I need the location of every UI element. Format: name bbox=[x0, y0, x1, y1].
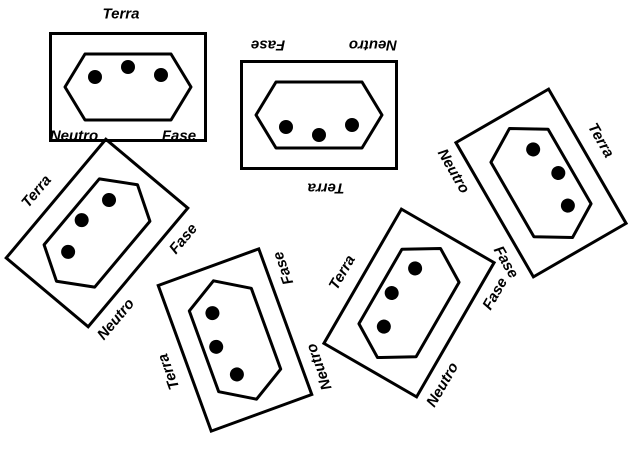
pin-neutro bbox=[229, 367, 244, 382]
label-terra: Terra bbox=[325, 252, 359, 293]
label-terra: Terra bbox=[154, 351, 184, 392]
pin-fase bbox=[205, 306, 220, 321]
label-fase: Fase bbox=[250, 36, 286, 54]
outlet-socket bbox=[254, 80, 384, 150]
outlet-top-center: Terra Neutro Fase bbox=[240, 37, 398, 197]
pin-neutro bbox=[345, 118, 359, 132]
outlet-socket bbox=[42, 177, 152, 289]
pin-fase bbox=[560, 198, 575, 213]
pin-neutro bbox=[61, 244, 76, 259]
outlet-frame bbox=[49, 32, 207, 142]
outlet-bottom-center-right: Terra Neutro Fase bbox=[321, 207, 511, 410]
pin-neutro bbox=[88, 70, 102, 84]
label-fase: Fase bbox=[269, 249, 298, 288]
pin-fase bbox=[102, 193, 117, 208]
pin-terra bbox=[121, 60, 135, 74]
label-terra: Terra bbox=[102, 5, 140, 23]
outlet-socket bbox=[187, 279, 283, 401]
label-neutro: Neutro bbox=[348, 36, 398, 54]
outlet-bottom-center-left: Terra Neutro Fase bbox=[154, 246, 336, 434]
pin-terra bbox=[209, 339, 224, 354]
pin-terra bbox=[312, 128, 326, 142]
outlet-socket bbox=[357, 246, 461, 360]
pin-neutro bbox=[526, 142, 541, 157]
label-neutro: Neutro bbox=[49, 127, 99, 145]
pin-fase bbox=[279, 120, 293, 134]
pin-fase bbox=[408, 261, 423, 276]
pin-fase bbox=[154, 68, 168, 82]
outlet-top-left: Terra Neutro Fase bbox=[49, 7, 207, 145]
label-terra: Terra bbox=[584, 120, 618, 161]
pin-terra bbox=[74, 213, 89, 228]
pin-neutro bbox=[376, 319, 391, 334]
outlet-middle-left: Terra Neutro Fase bbox=[4, 137, 201, 343]
outlet-right: Terra Neutro Fase bbox=[434, 87, 629, 281]
label-fase: Fase bbox=[161, 127, 197, 145]
label-terra: Terra bbox=[307, 179, 345, 197]
outlet-socket bbox=[489, 126, 593, 240]
pin-terra bbox=[384, 286, 399, 300]
pin-terra bbox=[551, 166, 566, 180]
outlet-socket bbox=[63, 52, 193, 122]
